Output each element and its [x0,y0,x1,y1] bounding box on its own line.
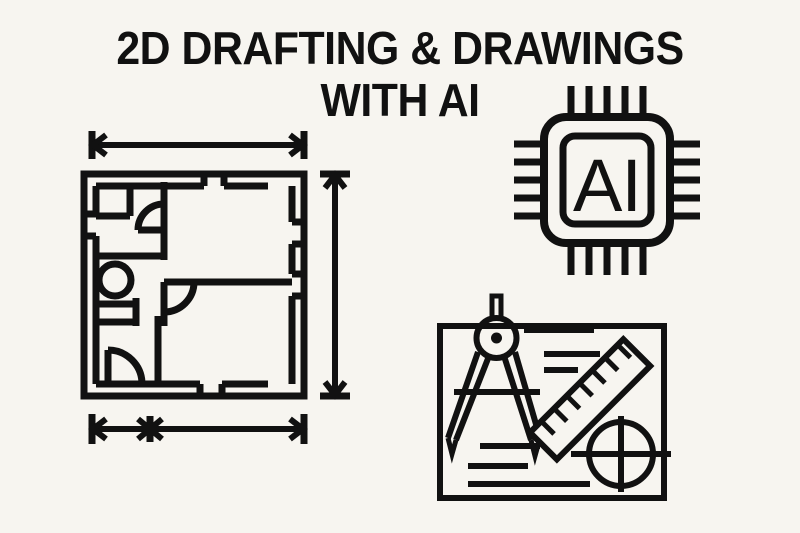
title-line-2: WITH AI [320,74,480,126]
floor-plan-partitions [96,182,168,260]
bottom-dimension-line [88,414,308,444]
blueprint-drafting-icon [428,282,682,514]
floor-plan-door-arc-top [134,200,165,234]
blueprint-text-lines-upper [524,327,600,373]
floor-plan-door-arc-middle [163,281,198,316]
floor-plan-circle-fixture [95,260,135,300]
floor-plan-window-openings [84,174,304,396]
chip-inner-die [559,132,655,228]
top-dimension-line [88,131,308,159]
title-line-1: 2D DRAFTING & DRAWINGS [116,22,684,74]
compass-divider [445,293,543,466]
page-title: 2D DRAFTING & DRAWINGS WITH AI [0,22,800,126]
floor-plan-inner-walls [92,182,296,388]
floor-plan-door-arc-bottom-left [104,346,146,385]
floor-plan-counter-fixture [96,298,140,326]
chip-body [540,113,674,247]
ruler [525,334,655,464]
ai-chip-icon: AI [508,78,706,283]
crosshair-target-icon [571,416,671,492]
floor-plan-icon [72,126,372,456]
right-dimension-line [320,170,350,400]
floor-plan-outer-walls [80,170,308,400]
chip-ai-label: AI [573,144,641,227]
